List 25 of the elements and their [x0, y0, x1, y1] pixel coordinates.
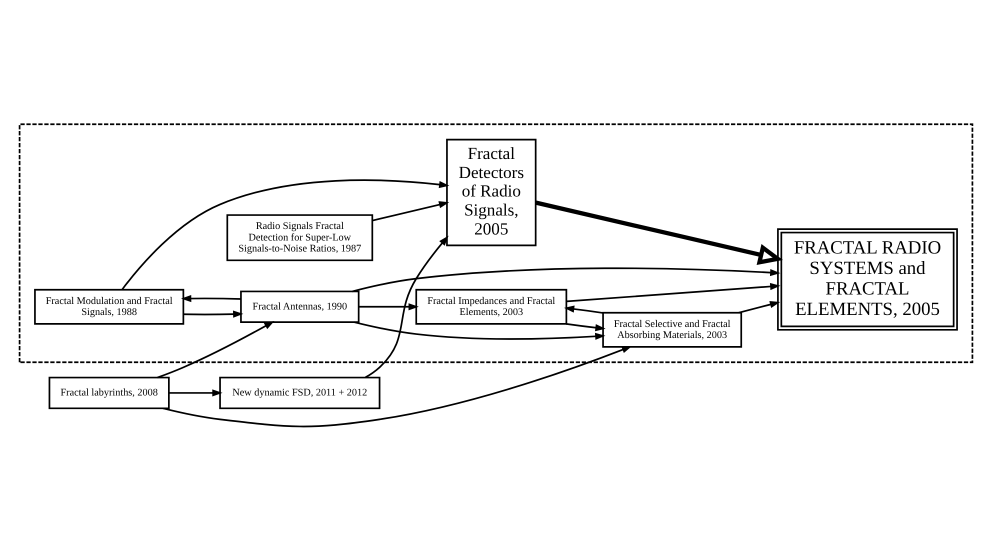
arrow [354, 320, 606, 340]
arrow [372, 200, 450, 221]
cluster [18, 122, 974, 363]
arrow [184, 310, 244, 318]
arrow [566, 322, 606, 331]
node-box: Fractal labyrinths, 2008 [48, 376, 170, 409]
arrow [738, 300, 780, 314]
node-box: Fractal Modulation and Fractal Signals, 1988 [34, 288, 184, 324]
node-box: FRACTAL RADIO SYSTEMS and FRACTAL ELEMENTS, 2005 [777, 228, 958, 330]
arrow [566, 282, 780, 302]
node-box: Fractal Impedances and Fractal Elements, 2003 [415, 288, 568, 324]
node-box: Fractal Detectors of Radio Signals, 2005 [446, 138, 537, 246]
node-box: Fractal Antennas, 1990 [240, 290, 360, 322]
arrow [122, 178, 450, 290]
arrow [535, 200, 783, 264]
node-box: New dynamic FSD, 2011 + 2012 [219, 376, 380, 409]
node-box: Fractal Selective and Fractal Absorbing Materials, 2003 [602, 311, 742, 348]
arrow [181, 294, 241, 302]
arrow [564, 304, 603, 314]
node-box: Radio Signals Fractal Detection for Super-Low Signals-to-Noise Ratios, 1987 [226, 214, 374, 261]
arrow [157, 320, 274, 378]
arrow [162, 345, 632, 427]
arrow [352, 266, 780, 292]
arrow [358, 302, 419, 310]
arrow [169, 388, 223, 396]
